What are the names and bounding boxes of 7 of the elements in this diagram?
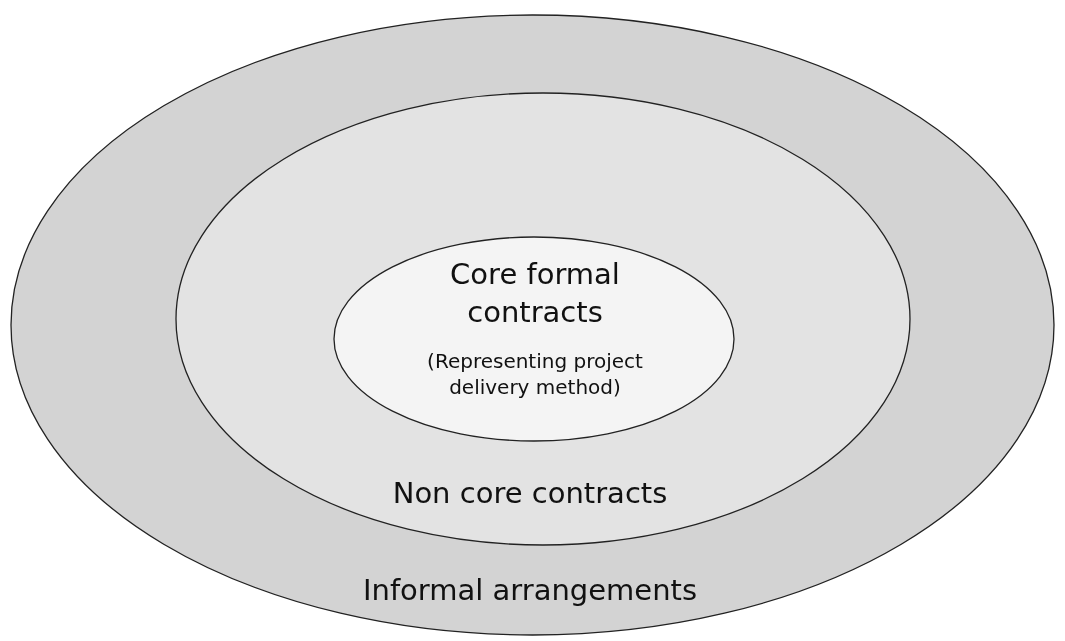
region-label: Informal arrangements xyxy=(361,572,699,609)
region-label: Non core contracts xyxy=(391,475,669,512)
region-label: Core formal contracts xyxy=(449,256,621,331)
ellipse-region xyxy=(175,92,911,546)
region-note: (Representing project delivery method) xyxy=(426,348,644,400)
ellipse-region xyxy=(333,236,735,442)
ellipse-region xyxy=(10,14,1055,636)
